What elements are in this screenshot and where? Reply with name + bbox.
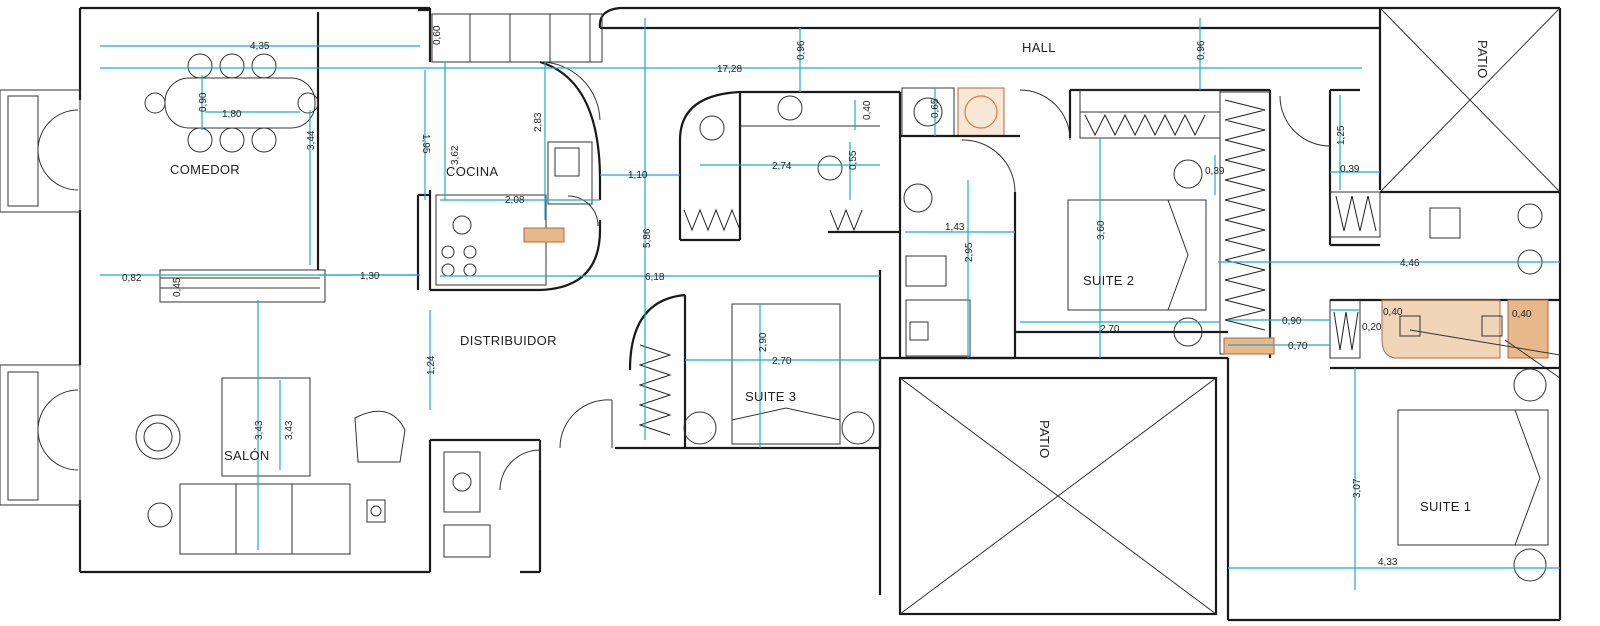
room-label-distribuidor: DISTRIBUIDOR <box>460 333 557 348</box>
dim-label: 2,70 <box>1100 324 1120 335</box>
dim-label: 2,74 <box>772 161 792 172</box>
dim-label: 0,55 <box>848 150 859 170</box>
dim-label: 0,60 <box>432 25 443 45</box>
dim-label: 6,18 <box>645 272 665 283</box>
room-label-patio-top: PATIO <box>1475 40 1490 79</box>
dim-label: 1,43 <box>945 222 965 233</box>
dim-label: 5,86 <box>642 228 653 248</box>
dim-label: 0,96 <box>796 40 807 60</box>
dim-label: 4,46 <box>1400 258 1420 269</box>
dim-label: 0,65 <box>930 98 941 118</box>
furniture <box>135 53 406 555</box>
dim-label: 4,35 <box>250 41 270 52</box>
wardrobes <box>638 99 1377 436</box>
dimension-lines <box>100 18 1560 590</box>
dim-label: 3,62 <box>450 145 461 165</box>
dim-label: 0,39 <box>1340 164 1360 175</box>
dim-label: 0,70 <box>1288 341 1308 352</box>
dim-label: 0,90 <box>198 92 209 112</box>
dim-label: 0,45 <box>172 277 183 297</box>
dim-label: 0,82 <box>122 273 142 284</box>
dim-label: 0,90 <box>1282 316 1302 327</box>
dimension-labels: 4,35 0,60 17,28 0,96 0,96 0,90 1,80 3,44… <box>122 25 1532 568</box>
room-labels: COMEDOR COCINA HALL DISTRIBUIDOR SALÓN S… <box>170 40 1490 514</box>
dim-label: 0,20 <box>1362 322 1382 333</box>
dim-label: 3,60 <box>1096 220 1107 240</box>
dim-label: 0,96 <box>1196 40 1207 60</box>
dim-label: 1,30 <box>360 271 380 282</box>
room-label-suite2: SUITE 2 <box>1083 273 1134 288</box>
dim-label: 2,95 <box>964 242 975 262</box>
dim-label: 1,25 <box>1336 125 1347 145</box>
dim-label: 2,70 <box>772 356 792 367</box>
room-label-patio-center: PATIO <box>1037 420 1052 459</box>
dim-label: 3,07 <box>1352 478 1363 498</box>
dim-label: 1,10 <box>628 170 648 181</box>
room-label-comedor: COMEDOR <box>170 162 240 177</box>
room-label-suite1: SUITE 1 <box>1420 499 1471 514</box>
dim-label: 0,40 <box>1512 309 1532 320</box>
dim-label: 3,43 <box>284 420 295 440</box>
dim-label: 2,08 <box>505 195 525 206</box>
room-label-salon: SALÓN <box>224 448 270 463</box>
dim-label: 1,24 <box>426 355 437 375</box>
dim-label: 3,44 <box>306 130 317 150</box>
dim-label: 3,43 <box>254 420 265 440</box>
dim-label: 4,33 <box>1378 557 1398 568</box>
dim-label: 1,95 <box>420 134 431 154</box>
dim-label: 1,80 <box>222 109 242 120</box>
dim-label: 17,28 <box>717 64 742 75</box>
room-label-cocina: COCINA <box>446 164 498 179</box>
room-label-hall: HALL <box>1022 40 1056 55</box>
dim-label: 0,40 <box>1383 307 1403 318</box>
outer-walls <box>78 6 1562 622</box>
room-label-suite3: SUITE 3 <box>745 389 796 404</box>
balcony-doors <box>0 89 81 506</box>
dim-label: 2,90 <box>758 332 769 352</box>
dim-label: 0,40 <box>862 100 873 120</box>
dim-label: 0,39 <box>1205 166 1225 177</box>
interior-walls <box>159 7 1561 616</box>
dim-label: 2,83 <box>533 112 544 132</box>
